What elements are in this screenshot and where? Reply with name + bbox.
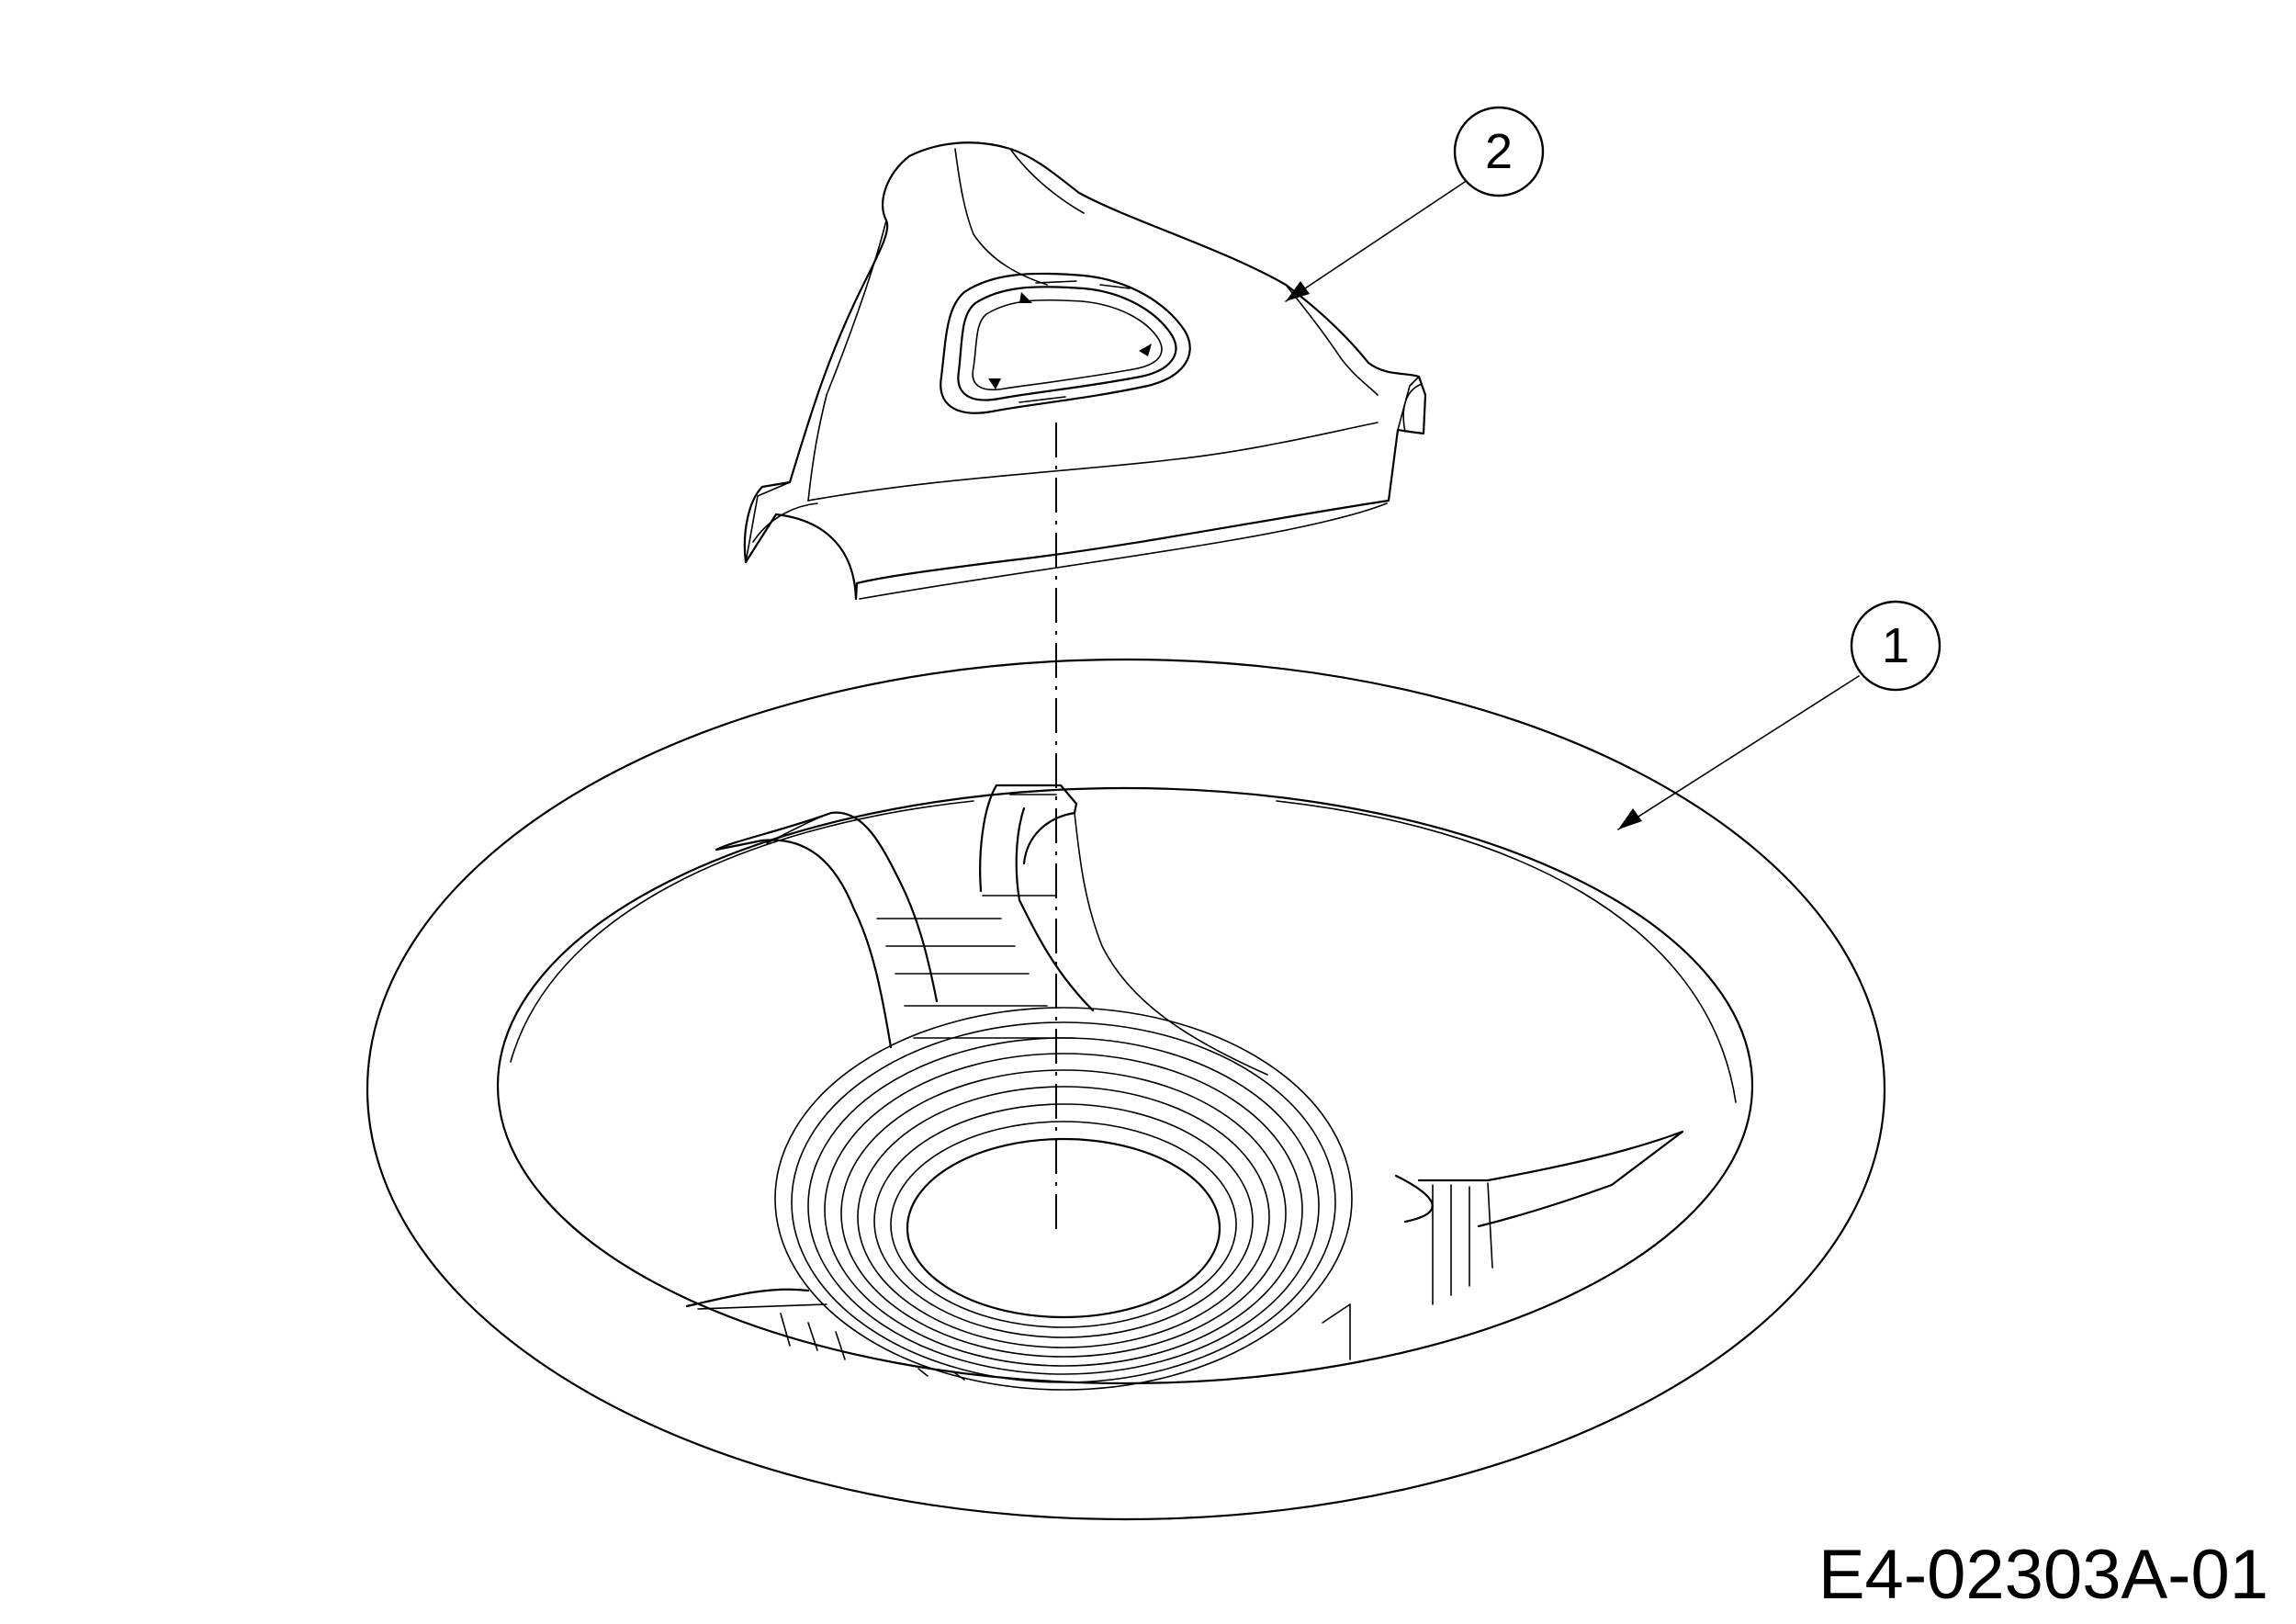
steering-wheel: 1	[366, 600, 1941, 1521]
wheel-rim-outer	[366, 658, 1886, 1521]
wheel-rim-inner	[496, 786, 1754, 1385]
callout-2: 2	[1285, 106, 1545, 302]
wheel-hub	[774, 1007, 1353, 1391]
callout-1: 1	[1617, 600, 1941, 830]
wheel-rim-inner-edge	[510, 800, 1737, 1103]
steering-cap: 2	[743, 106, 1545, 601]
drawing-code: E4-02303A-01	[1818, 1536, 2268, 1614]
wheel-spokes	[685, 784, 1684, 1381]
callout-1-label: 1	[1882, 618, 1909, 673]
cap-emblem-recess	[940, 272, 1191, 414]
cap-outline	[743, 141, 1427, 601]
callout-2-label: 2	[1485, 124, 1513, 179]
